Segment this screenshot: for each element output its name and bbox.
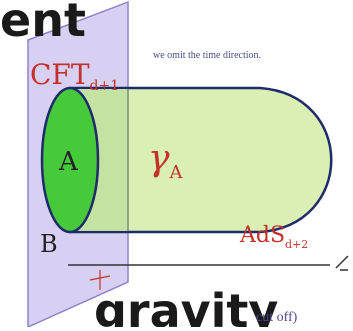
note-top: we omit the time direction. [153, 50, 261, 61]
bulk-label: AdSd+2 [239, 223, 308, 251]
boundary-label-sub: d+1 [90, 78, 120, 94]
gamma-a-label: γA [148, 138, 184, 183]
bulk-label-main: AdS [239, 223, 285, 248]
boundary-label: CFTd+1 [30, 58, 119, 94]
region-b-label: B [40, 230, 58, 258]
bulk-label-sub: d+2 [285, 238, 308, 251]
gamma-a-sub: A [169, 162, 184, 183]
gamma-a-main: γ [148, 138, 170, 179]
title-fragment: ent [0, 0, 86, 47]
bottom-fragment: gravity [94, 284, 278, 327]
region-a-label: A [58, 147, 79, 177]
note-bottom-fragment: cut off) [256, 310, 298, 325]
boundary-label-main: CFT [30, 58, 90, 91]
axis-arrow-icon [335, 255, 349, 271]
cutoff-marker-icon [89, 270, 111, 290]
region-a-ellipse [40, 86, 100, 234]
minimal-surface-gamma-a [68, 86, 333, 234]
